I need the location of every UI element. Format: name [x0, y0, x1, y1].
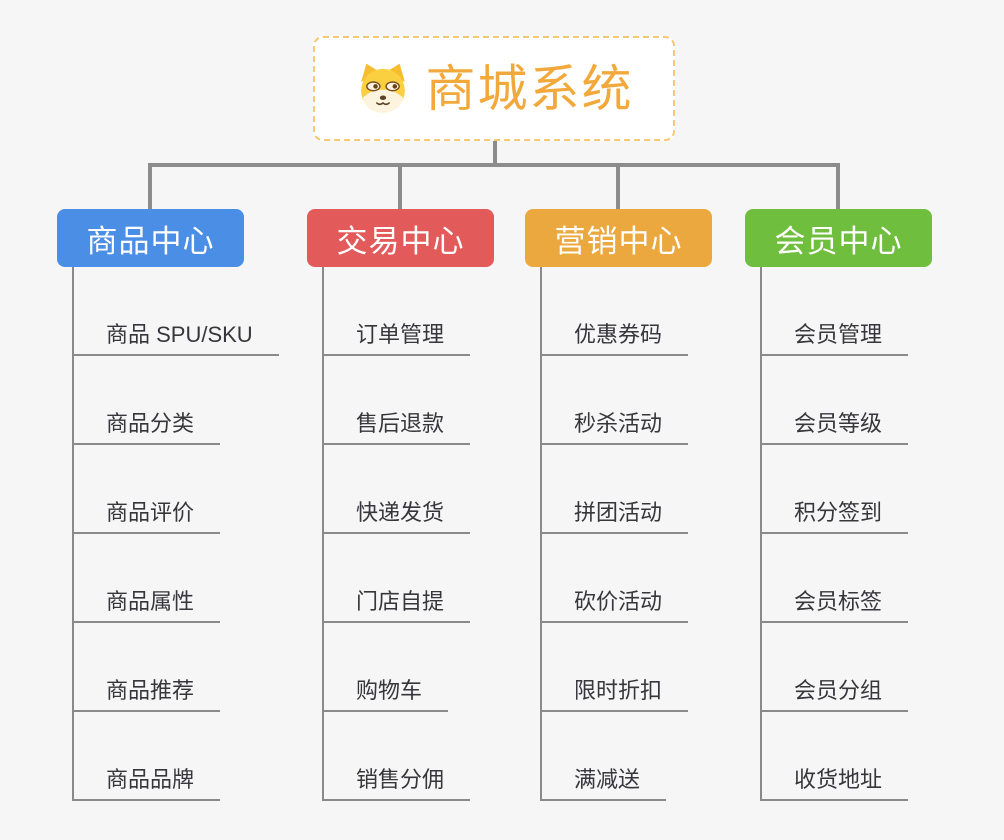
- subtopic-item[interactable]: 订单管理: [322, 267, 471, 356]
- subtopic-label: 购物车: [322, 673, 449, 712]
- subtopic-item[interactable]: 商品评价: [72, 445, 279, 534]
- subtopic-item[interactable]: 商品分类: [72, 356, 279, 445]
- subtopic-item[interactable]: 门店自提: [322, 534, 471, 623]
- subtopic-label: 会员标签: [760, 584, 909, 623]
- subtopic-label: 限时折扣: [540, 673, 689, 712]
- subtopic-label: 商品推荐: [72, 673, 221, 712]
- connector-branch-vline: [540, 267, 542, 801]
- branch-member-center: 会员中心 会员管理 会员等级 积分签到 会员标签 会员分组 收货地址: [745, 209, 1004, 801]
- subtopic-label: 商品分类: [72, 406, 221, 445]
- subtopic-label: 拼团活动: [540, 495, 689, 534]
- shiba-dog-icon: [360, 63, 405, 113]
- subtopic-item[interactable]: 会员分组: [760, 623, 909, 712]
- subtopic-label: 会员等级: [760, 406, 909, 445]
- subtopic-label: 收货地址: [760, 762, 909, 801]
- subtopic-label: 满减送: [540, 762, 667, 801]
- connector-drop-trade: [398, 163, 402, 210]
- subtopic-item[interactable]: 积分签到: [760, 445, 909, 534]
- connector-branch-vline: [760, 267, 762, 801]
- branch-node-marketing-center[interactable]: 营销中心: [525, 209, 712, 267]
- connector-branch-vline: [72, 267, 74, 801]
- subtopic-label: 优惠券码: [540, 317, 689, 356]
- subtopic-item[interactable]: 满减送: [540, 712, 688, 801]
- subtopic-item[interactable]: 秒杀活动: [540, 356, 689, 445]
- subtopic-item[interactable]: 会员等级: [760, 356, 909, 445]
- branch-node-member-center[interactable]: 会员中心: [745, 209, 932, 267]
- subtopic-item[interactable]: 商品属性: [72, 534, 279, 623]
- subtopic-item[interactable]: 收货地址: [760, 712, 909, 801]
- subtopic-item[interactable]: 购物车: [322, 623, 470, 712]
- subtopic-item[interactable]: 砍价活动: [540, 534, 689, 623]
- root-topic[interactable]: 商城系统: [313, 36, 675, 141]
- branch-node-trade-center[interactable]: 交易中心: [307, 209, 494, 267]
- connector-drop-member: [836, 163, 840, 210]
- subtopic-label: 售后退款: [322, 406, 471, 445]
- subtopic-item[interactable]: 优惠券码: [540, 267, 689, 356]
- subtopic-item[interactable]: 拼团活动: [540, 445, 689, 534]
- connector-drop-product: [148, 163, 152, 210]
- connector-drop-marketing: [616, 163, 620, 210]
- subtopic-label: 销售分佣: [322, 762, 471, 801]
- subtopic-label: 会员管理: [760, 317, 909, 356]
- subtopic-label: 秒杀活动: [540, 406, 689, 445]
- subtopic-label: 商品评价: [72, 495, 221, 534]
- subtopic-label: 会员分组: [760, 673, 909, 712]
- branch-marketing-center: 营销中心 优惠券码 秒杀活动 拼团活动 砍价活动 限时折扣 满减送: [525, 209, 785, 801]
- subtopic-label: 商品 SPU/SKU: [72, 317, 279, 356]
- subtopic-item[interactable]: 会员管理: [760, 267, 909, 356]
- subtopic-label: 订单管理: [322, 317, 471, 356]
- root-topic-title: 商城系统: [425, 60, 634, 117]
- branch-product-center: 商品中心 商品 SPU/SKU 商品分类 商品评价 商品属性 商品推荐 商品品牌: [57, 209, 317, 801]
- branch-node-product-center[interactable]: 商品中心: [57, 209, 244, 267]
- subtopic-item[interactable]: 限时折扣: [540, 623, 689, 712]
- connector-horizontal-bar: [148, 163, 840, 167]
- subtopic-label: 门店自提: [322, 584, 471, 623]
- subtopic-label: 砍价活动: [540, 584, 689, 623]
- subtopic-item[interactable]: 商品推荐: [72, 623, 279, 712]
- connector-root-stem: [493, 141, 497, 164]
- subtopic-label: 快递发货: [322, 495, 471, 534]
- subtopic-label: 商品品牌: [72, 762, 221, 801]
- branch-trade-center: 交易中心 订单管理 售后退款 快递发货 门店自提 购物车 销售分佣: [307, 209, 567, 801]
- subtopic-item[interactable]: 销售分佣: [322, 712, 471, 801]
- subtopic-item[interactable]: 商品品牌: [72, 712, 279, 801]
- subtopic-label: 商品属性: [72, 584, 221, 623]
- connector-branch-vline: [322, 267, 324, 801]
- subtopic-item[interactable]: 售后退款: [322, 356, 471, 445]
- subtopic-item[interactable]: 快递发货: [322, 445, 471, 534]
- subtopic-item[interactable]: 会员标签: [760, 534, 909, 623]
- subtopic-item[interactable]: 商品 SPU/SKU: [72, 267, 279, 356]
- subtopic-label: 积分签到: [760, 495, 909, 534]
